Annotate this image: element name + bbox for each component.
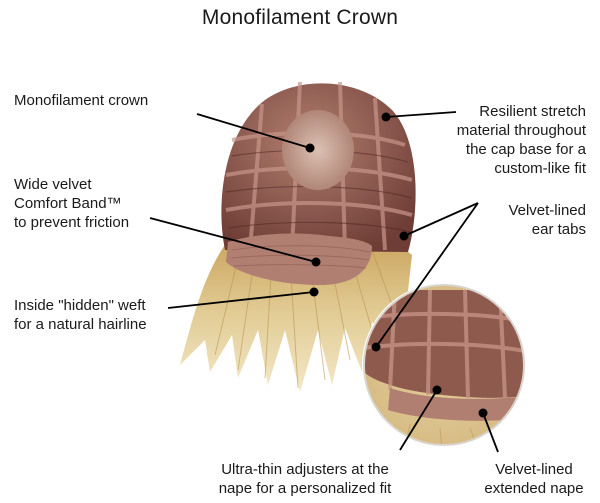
callout-hidden-weft: Inside "hidden" weft for a natural hairl… [14,296,147,334]
leader-ear-tabs-inset [375,202,479,348]
leader-lines [149,111,499,453]
diagram-title: Monofilament Crown [201,6,399,29]
callout-line: Velvet-lined [495,461,573,478]
leader-monofilament-crown [196,113,311,149]
callout-line: for a natural hairline [14,316,147,333]
dot-ear-tabs-cap [399,231,409,241]
callout-comfort-band: Wide velvet Comfort Band™ to prevent fri… [14,175,129,232]
callout-line: Ultra-thin adjusters at the [221,461,389,478]
callout-ear-tabs: Velvet-lined ear tabs [508,201,586,239]
callout-line: the cap base for a [465,141,586,158]
nape-inset [362,283,526,447]
callout-line: Inside "hidden" weft [14,297,146,314]
dot-comfort-band [311,257,321,267]
dot-adjusters [432,385,442,395]
leader-hidden-weft [167,291,315,309]
callout-line: extended nape [484,480,584,497]
callout-line: to prevent friction [14,214,130,231]
callout-line: Monofilament crown [14,92,149,109]
leader-stretch-material [385,111,457,118]
wig-cap [221,81,416,285]
dot-extended-nape [478,408,488,418]
callout-line: Velvet-lined [508,202,586,219]
callout-extended-nape: Velvet-lined extended nape [478,460,590,498]
callout-line: Resilient stretch [479,103,586,120]
dot-hidden-weft [309,287,319,297]
callout-line: material throughout [456,122,586,139]
callout-line: Wide velvet [14,176,92,193]
callout-stretch-material: Resilient stretch material throughout th… [457,102,586,178]
monofilament-patch [282,110,354,190]
leader-extended-nape [482,412,499,453]
dot-monofilament-crown [305,143,315,153]
leader-adjusters [399,389,438,451]
callout-line: Comfort Band™ [14,195,122,212]
callout-line: custom-like fit [494,160,586,177]
dot-ear-tabs-inset [371,342,381,352]
callout-adjusters: Ultra-thin adjusters at the nape for a p… [196,460,414,498]
callout-line: ear tabs [531,221,586,238]
callout-monofilament-crown: Monofilament crown [14,91,148,110]
dot-stretch-material [381,112,391,122]
leader-ear-tabs-cap [403,202,479,237]
leader-comfort-band [149,217,317,263]
callout-line: nape for a personalized fit [218,480,392,497]
